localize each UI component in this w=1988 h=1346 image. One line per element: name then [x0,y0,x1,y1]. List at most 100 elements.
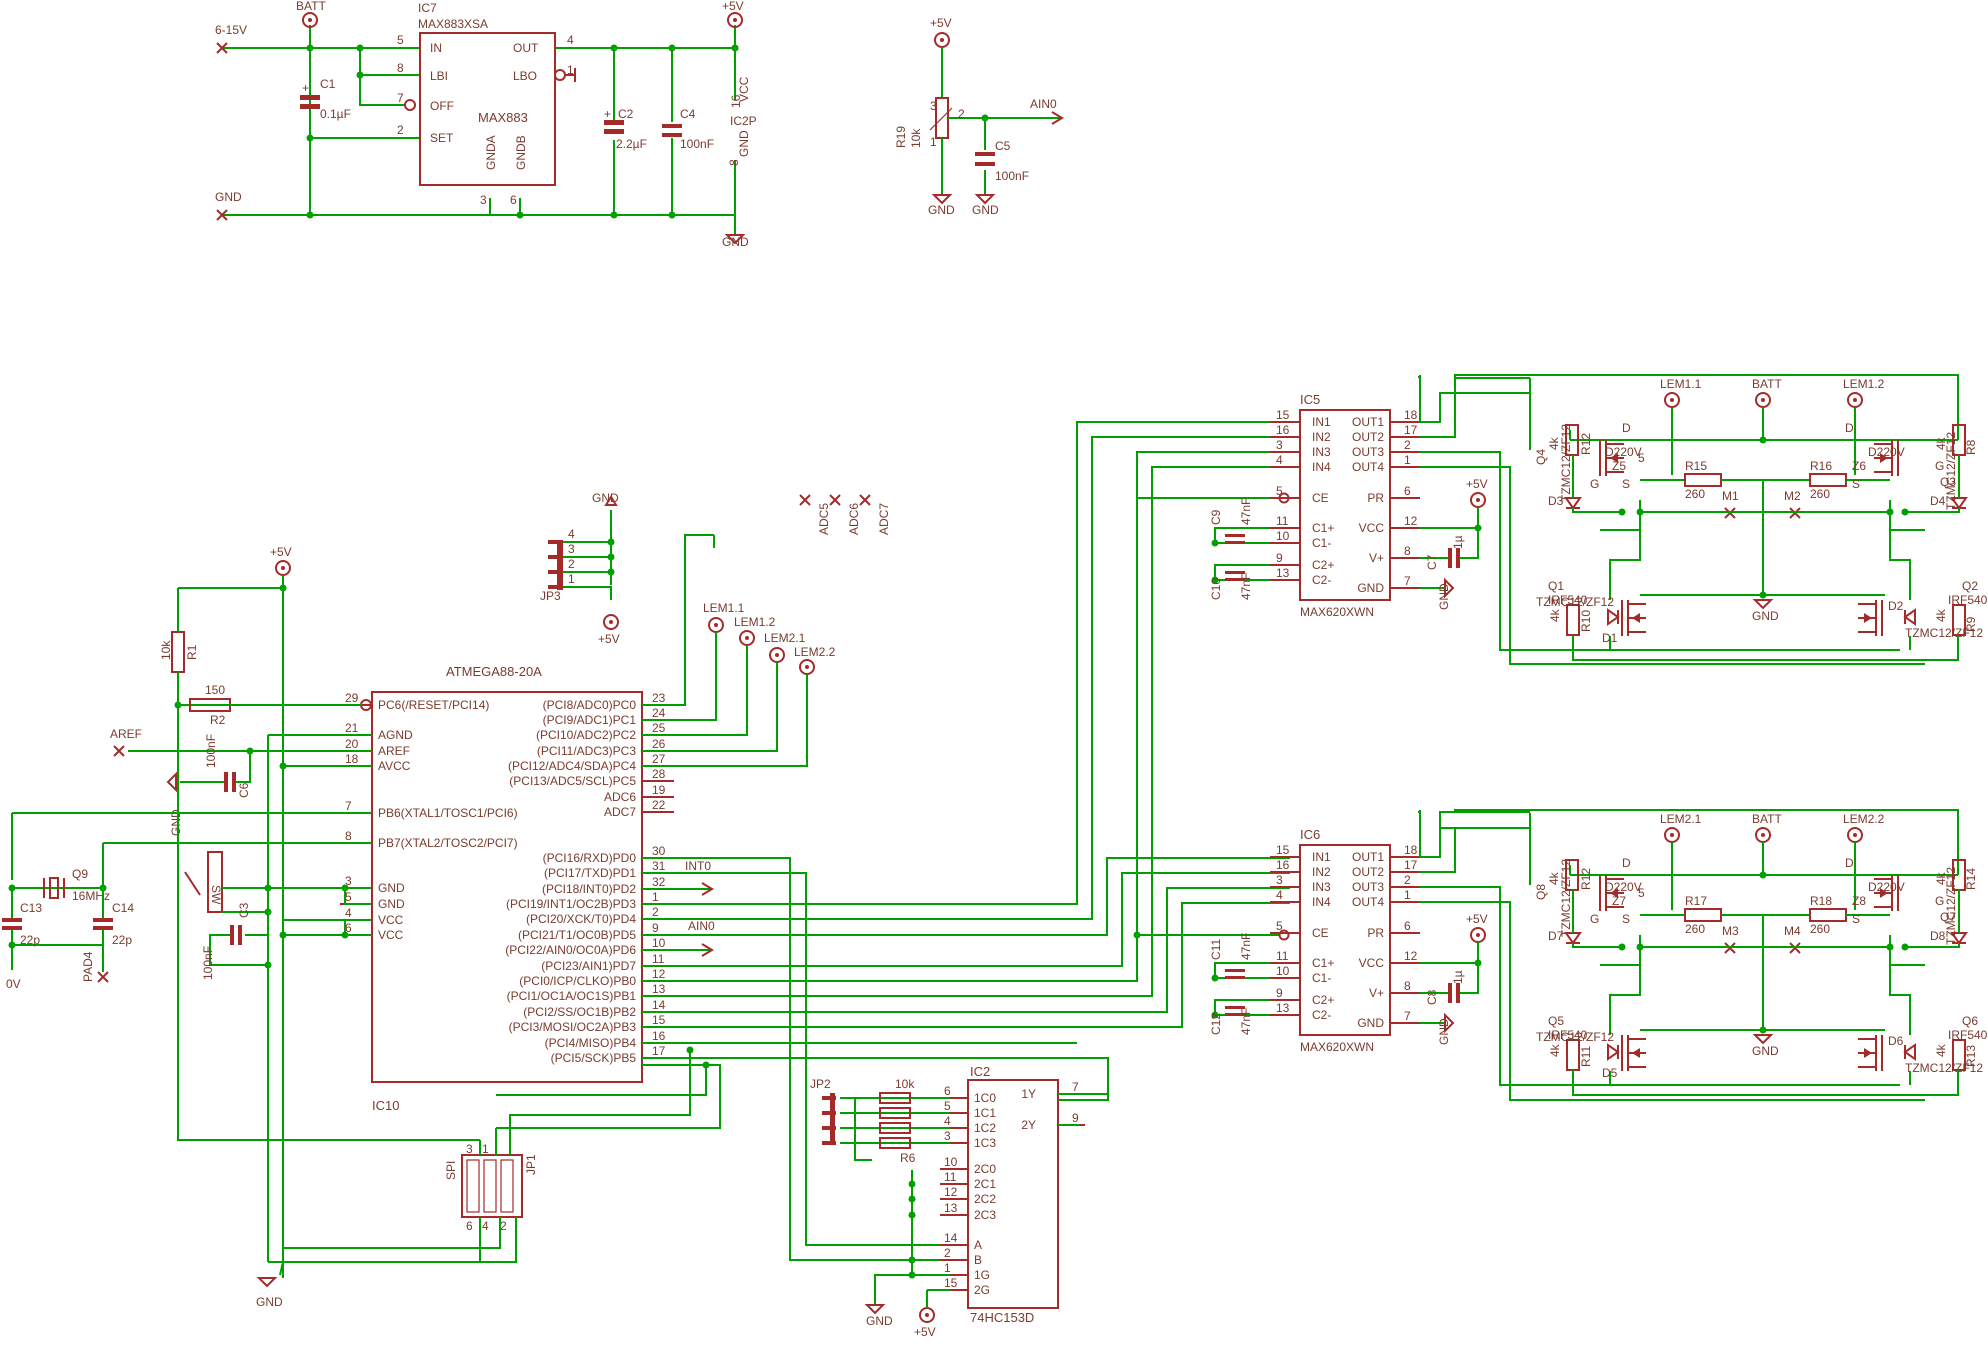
svg-text:10k: 10k [159,640,173,660]
svg-text:OFF: OFF [430,99,454,113]
svg-text:3: 3 [480,193,487,207]
svg-text:D220V: D220V [1868,880,1905,894]
svg-text:TZMC12/ZF12: TZMC12/ZF12 [1905,1061,1983,1075]
ic10-pin-number: 30 [652,844,666,858]
ic10-pin-number: 17 [652,1044,666,1058]
svg-text:10k: 10k [895,1077,915,1091]
svg-text:TZMC12/ZF12: TZMC12/ZF12 [1536,1030,1614,1044]
ic10-pin-name: PC6(/RESET/PCI14) [378,698,489,712]
svg-text:OUT: OUT [513,41,539,55]
svg-text:22p: 22p [20,933,40,947]
gnd-terminal-icon [216,209,228,221]
svg-text:ADC5: ADC5 [817,503,831,535]
ic2p-power-pins: 16 VCC IC2P 8 GND [727,76,757,166]
svg-text:47nF: 47nF [1239,573,1253,600]
ic2-pin-number: 9 [1072,1111,1079,1125]
svg-text:4k: 4k [1547,436,1561,450]
svg-text:ADC7: ADC7 [877,503,891,535]
p5v-supply-icon [603,614,619,630]
driver-pin-name: IN3 [1312,880,1331,894]
svg-text:TZMC12/ZF12: TZMC12/ZF12 [1559,424,1573,502]
svg-text:Q5: Q5 [1548,1014,1564,1028]
svg-text:LEM2.1: LEM2.1 [764,631,806,645]
svg-text:10k: 10k [909,128,923,148]
gnd-symbol-icon [864,1304,886,1315]
svg-text:GND: GND [1752,609,1779,623]
svg-text:8: 8 [1404,979,1411,993]
jp2-resistor-array: JP2 10k R6 [810,1077,950,1165]
ic2-pin-number: 3 [944,1129,951,1143]
svg-text:D220V: D220V [1868,445,1905,459]
svg-text:LEM2.2: LEM2.2 [1843,812,1885,826]
svg-text:D7: D7 [1548,929,1564,943]
svg-text:4k: 4k [1934,871,1948,885]
svg-text:SPI: SPI [444,1161,458,1180]
svg-text:AIN0: AIN0 [688,919,715,933]
svg-text:G: G [1590,912,1599,926]
ic10-pin-number: 4 [345,906,352,920]
driver-pin-name: C1+ [1312,521,1334,535]
ic2-pin-name: 1Y [1021,1087,1036,1101]
driver-pin-name: OUT4 [1352,460,1384,474]
ic10-pin-name: (PCI4/MISO)PB4 [545,1036,637,1050]
svg-text:C1: C1 [320,77,336,91]
ic10-pin-number: 1 [652,890,659,904]
ic2-pin-name: 2C1 [974,1177,996,1191]
driver-pin-name: IN1 [1312,850,1331,864]
gnd-symbol-icon [931,194,953,205]
svg-text:R12: R12 [1579,433,1593,455]
ic10-pin-name: AVCC [378,759,411,773]
svg-text:4k: 4k [1934,608,1948,622]
svg-text:+5V: +5V [930,16,952,30]
svg-text:D4: D4 [1930,494,1946,508]
ic10-pin-name: AREF [378,744,410,758]
svg-text:2: 2 [958,107,965,121]
ic10-pin-number: 28 [652,767,666,781]
ic10-pin-name: (PCI16/RXD)PD0 [543,851,637,865]
svg-text:+5V: +5V [914,1325,936,1339]
svg-text:13: 13 [1276,566,1290,580]
svg-text:D1: D1 [1602,631,1618,645]
svg-text:R6: R6 [900,1151,916,1165]
svg-text:7: 7 [397,91,404,105]
svg-text:D: D [1845,856,1854,870]
driver-pin-name: C2- [1312,573,1331,587]
svg-text:AREF: AREF [110,727,142,741]
driver-pin-name: C2+ [1312,558,1334,572]
p5v-supply-icon [727,12,743,28]
ic10-pin-number: 7 [345,799,352,813]
svg-text:D3: D3 [1548,494,1564,508]
driver-pin-name: V+ [1369,986,1384,1000]
ic10-pin-number: 10 [652,936,666,950]
svg-text:BATT: BATT [1752,812,1782,826]
svg-text:260: 260 [1685,922,1705,936]
ic7-name: IC7 [418,1,437,15]
svg-text:D220V: D220V [1605,880,1642,894]
svg-text:LEM2.1: LEM2.1 [1660,812,1702,826]
ic10-pin-number: 6 [345,921,352,935]
vin-label: 6-15V [215,23,247,37]
ic10-pin-name: (PCI8/ADC0)PC0 [543,698,637,712]
ic7-center-label: MAX883 [478,110,528,125]
ic10-pin-name: (PCI12/ADC4/SDA)PC4 [508,759,636,773]
svg-text:R18: R18 [1810,894,1832,908]
svg-text:PAD4: PAD4 [81,951,95,982]
svg-text:1: 1 [567,63,574,77]
driver-pin-name: VCC [1359,956,1385,970]
ic10-pin-name: (PCI11/ADC3)PC3 [537,744,636,758]
svg-text:D2: D2 [1888,599,1904,613]
driver-pin-name: OUT2 [1352,430,1384,444]
ic7-body [419,32,556,186]
svg-text:4k: 4k [1934,1043,1948,1057]
svg-text:2: 2 [1404,438,1411,452]
driver-pin-name: IN4 [1312,460,1331,474]
svg-text:260: 260 [1810,487,1830,501]
svg-text:VCC: VCC [737,76,751,102]
ic10-pin-name: (PCI3/MOSI/OC2A)PB3 [509,1020,637,1034]
pot-r19: +5V 3 2 1 R19 10k AIN0 C5 100nF GND GND [894,16,1064,217]
svg-text:1: 1 [1404,453,1411,467]
